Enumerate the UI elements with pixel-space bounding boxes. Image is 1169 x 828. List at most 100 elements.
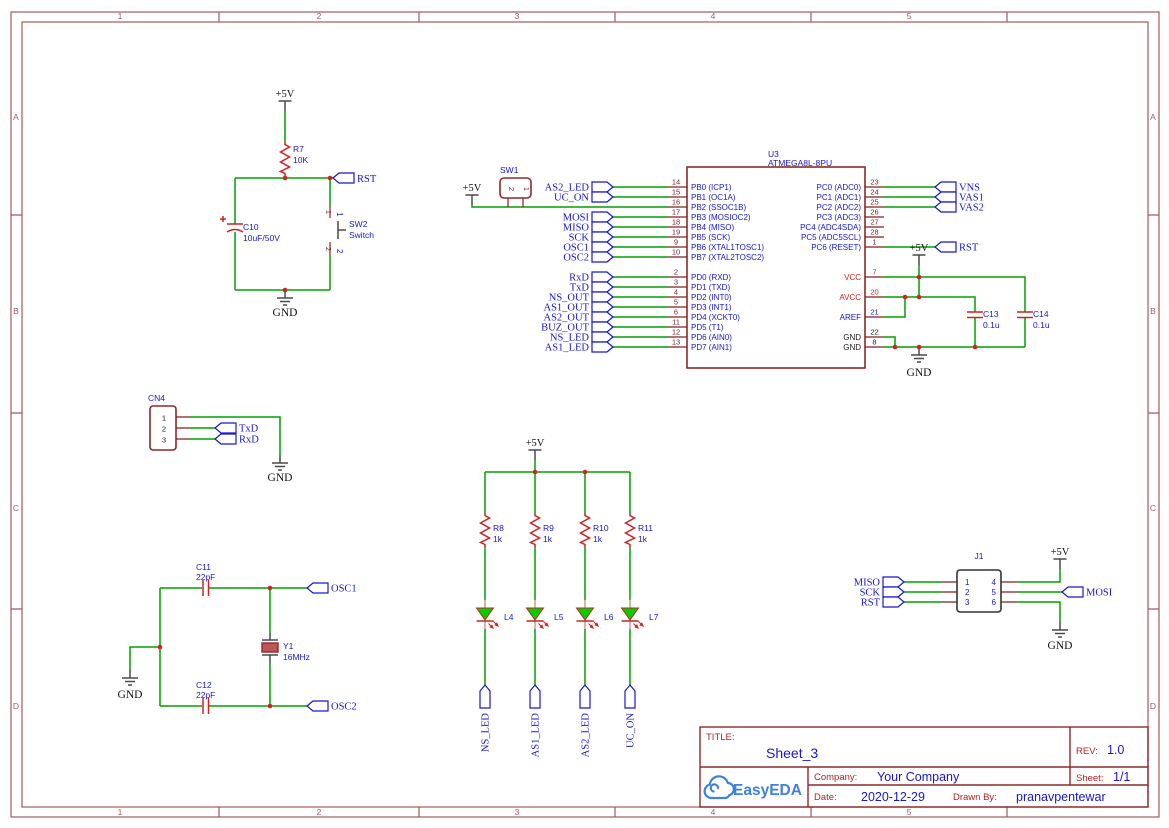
led-l4[interactable]: L4 — [477, 600, 514, 629]
capacitor-c13[interactable]: C13 0.1u — [966, 309, 1000, 330]
capacitor-body — [1016, 311, 1034, 319]
switch-sw1[interactable]: SW1 2 1 — [499, 165, 532, 207]
resistor-r10[interactable]: R10 1k — [579, 512, 609, 548]
pin-number: 2 — [507, 187, 516, 191]
net-flag-ns-out[interactable]: NS_OUT — [549, 291, 614, 304]
net-flag-rst[interactable]: RST — [861, 596, 905, 609]
pin-number: 9 — [674, 238, 678, 247]
gnd-flag[interactable]: GND — [273, 289, 298, 319]
net-flag-as2-led[interactable]: AS2_LED — [579, 684, 592, 757]
net-flag-rxd[interactable]: RxD — [569, 271, 614, 284]
pin-name: PC2 (ADC2) — [817, 203, 862, 212]
crystal-y1[interactable]: Y1 16MHz — [261, 633, 310, 663]
net-flag-rxd[interactable]: RxD — [214, 433, 259, 446]
net-flag-mosi[interactable]: MOSI — [1061, 586, 1113, 599]
resistor-body — [579, 512, 591, 548]
power-label: +5V — [1051, 547, 1070, 558]
capacitor-c12[interactable]: C12 22pF — [196, 680, 215, 715]
net-flag-miso[interactable]: MISO — [563, 221, 614, 234]
net-flag-rst[interactable]: RST — [332, 172, 377, 185]
power-symbol — [1052, 558, 1068, 570]
gnd-flag[interactable]: GND — [1048, 621, 1073, 652]
led-array: +5V R8 1k R9 1k R10 1k R11 1k L4 L5 L6 L… — [477, 438, 659, 757]
value-label: 22pF — [196, 690, 215, 700]
flag-shape — [1061, 586, 1084, 598]
resistor-r9[interactable]: R9 1k — [529, 512, 555, 548]
net-flag-txd[interactable]: TxD — [214, 422, 259, 435]
resistor-r8[interactable]: R8 1k — [479, 512, 505, 548]
wire — [904, 569, 1062, 622]
net-flag-osc1[interactable]: OSC1 — [563, 241, 614, 254]
pin-number: 4 — [992, 578, 997, 587]
pin-name: PC1 (ADC1) — [817, 193, 862, 202]
net-flag-vas1[interactable]: VAS1 — [934, 191, 984, 204]
power-symbol — [464, 194, 480, 206]
net-flag-osc1[interactable]: OSC1 — [306, 582, 357, 595]
gnd-label: GND — [1048, 640, 1073, 652]
flag-shape — [591, 251, 614, 263]
connector-cn4[interactable]: CN4 1 2 3 TxD RxD GND — [148, 393, 292, 484]
pin-name: PB0 (ICP1) — [691, 183, 732, 192]
gnd-flag[interactable]: GND — [907, 346, 932, 379]
power-flag-5v[interactable]: +5V — [1051, 547, 1070, 570]
net-flag-as1-out[interactable]: AS1_OUT — [543, 301, 614, 314]
net-flag-as1-led[interactable]: AS1_LED — [545, 341, 614, 354]
company-label: Company: — [814, 772, 857, 783]
frame-col-label: 2 — [317, 11, 322, 21]
net-flag-as2-out[interactable]: AS2_OUT — [543, 311, 614, 324]
net-flag-txd[interactable]: TxD — [570, 281, 614, 294]
net-flag-sck[interactable]: SCK — [860, 586, 905, 599]
capacitor-c14[interactable]: C14 0.1u — [1016, 309, 1050, 330]
net-label: AS1_OUT — [543, 303, 589, 314]
wire — [884, 186, 1026, 348]
connector-j1[interactable]: J1 1 2 3 4 5 6 MISO SCK RST MOSI +5V GND — [854, 547, 1113, 652]
capacitor-c10[interactable]: C10 10uF/50V — [219, 215, 280, 243]
ic-u3[interactable]: U3 ATMEGA8L-8PU 14 15 16 17 18 19 9 10 2… — [668, 149, 884, 369]
power-flag-5v[interactable]: +5V — [463, 183, 482, 206]
power-symbol — [277, 100, 293, 112]
net-flag-osc2[interactable]: OSC2 — [563, 251, 614, 264]
wire — [471, 205, 668, 208]
net-flag-uc-on[interactable]: UC_ON — [554, 191, 614, 204]
net-flag-vas2[interactable]: VAS2 — [934, 201, 984, 214]
net-flag-buz-out[interactable]: BUZ_OUT — [541, 321, 614, 334]
cloud-icon — [703, 775, 735, 800]
net-label: BUZ_OUT — [541, 323, 589, 334]
u3-right-network: VNS VAS1 VAS2 RST +5V C13 0.1u C14 0.1u … — [884, 181, 1050, 379]
net-flag-ns-led[interactable]: NS_LED — [479, 684, 492, 752]
title-block: TITLE: Sheet_3 REV: 1.0 Company: Your Co… — [699, 726, 1149, 808]
gnd-flag[interactable]: GND — [118, 669, 143, 701]
net-flag-uc-on[interactable]: UC_ON — [624, 684, 637, 748]
power-flag-5v[interactable]: +5V — [910, 243, 929, 266]
wire — [129, 587, 307, 707]
flag-shape — [934, 191, 957, 203]
switch-sw2[interactable]: 1 1 2 2 SW2 Switch — [324, 205, 374, 255]
pin-number: 26 — [870, 208, 878, 217]
net-flag-ns-led[interactable]: NS_LED — [550, 331, 614, 344]
power-flag-5v[interactable]: +5V — [276, 89, 295, 112]
led-l7[interactable]: L7 — [622, 600, 659, 629]
gnd-flag[interactable]: GND — [268, 454, 293, 484]
flag-shape — [591, 191, 614, 203]
net-flag-miso[interactable]: MISO — [854, 576, 905, 589]
net-flag-rst[interactable]: RST — [934, 241, 979, 254]
led-l6[interactable]: L6 — [577, 600, 614, 629]
net-flag-mosi[interactable]: MOSI — [563, 211, 614, 224]
capacitor-c11[interactable]: C11 22pF — [196, 562, 215, 597]
net-flag-osc2[interactable]: OSC2 — [306, 700, 357, 713]
net-flag-as1-led[interactable]: AS1_LED — [529, 684, 542, 757]
net-flag-sck[interactable]: SCK — [569, 231, 614, 244]
resistor-r11[interactable]: R11 1k — [624, 512, 654, 548]
power-flag-5v[interactable]: +5V — [526, 438, 545, 461]
pin-number: 8 — [872, 338, 876, 347]
net-label: VNS — [959, 183, 980, 194]
flag-shape — [591, 341, 614, 353]
led-l5[interactable]: L5 — [527, 600, 564, 629]
net-flag-vns[interactable]: VNS — [934, 181, 980, 194]
net-flag-as2-led[interactable]: AS2_LED — [545, 181, 614, 194]
junction-dot — [916, 274, 922, 280]
flag-shape — [591, 181, 614, 193]
frame-col-label: 1 — [118, 807, 123, 817]
net-label: NS_OUT — [549, 293, 590, 304]
resistor-r7[interactable]: R7 10K — [279, 141, 309, 177]
